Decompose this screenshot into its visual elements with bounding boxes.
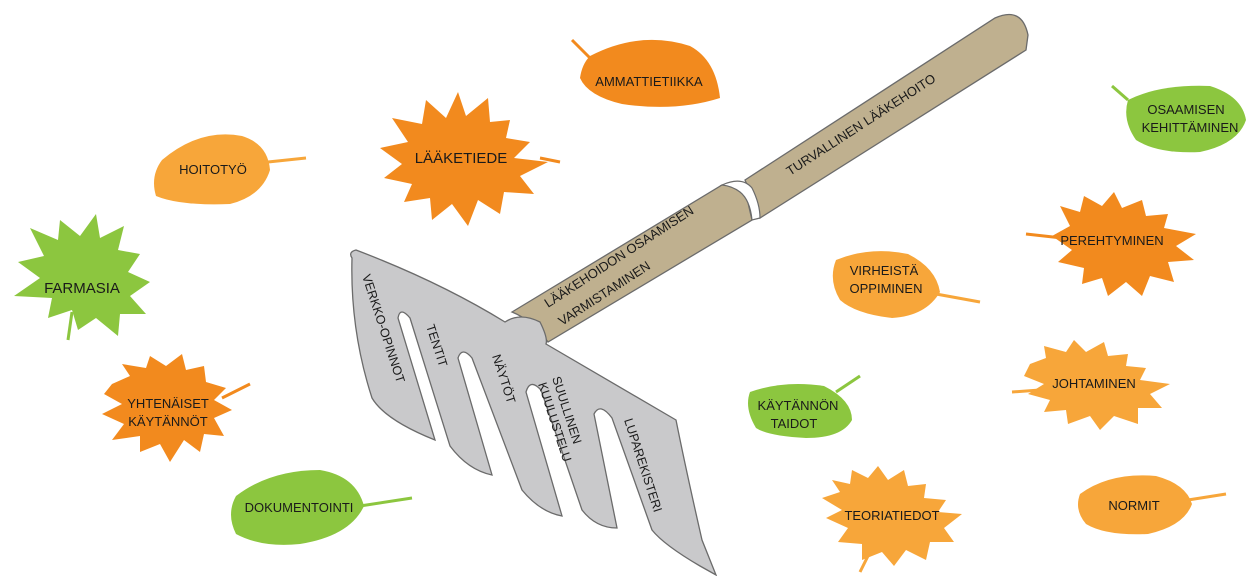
leaf-kaytannon-taidot: KÄYTÄNNÖN TAIDOT xyxy=(748,374,861,438)
handle-lower-segment xyxy=(510,183,753,343)
handle-joint xyxy=(719,180,761,221)
leaf-label: LÄÄKETIEDE xyxy=(415,150,508,167)
leaf-blade xyxy=(1052,192,1196,296)
leaf-stem xyxy=(835,374,861,394)
rake-head: VERKKO-OPINNOT TENTIT NÄYTÖT SUULLINEN K… xyxy=(350,249,718,576)
leaf-label: KÄYTÄNNÖT xyxy=(128,414,208,429)
leaf-virheista-oppiminen: VIRHEISTÄ OPPIMINEN xyxy=(832,251,981,318)
leaf-stem xyxy=(66,311,74,341)
leaf-teoriatiedot: TEORIATIEDOT xyxy=(822,466,962,573)
leaf-label: VIRHEISTÄ xyxy=(850,263,919,278)
leaf-stem xyxy=(267,156,307,164)
leaf-blade xyxy=(154,134,270,205)
leaf-stem xyxy=(570,38,592,60)
leaf-stem xyxy=(359,496,413,508)
leaf-stem xyxy=(935,292,981,304)
leaf-label: DOKUMENTOINTI xyxy=(245,500,354,515)
leaf-stem xyxy=(221,382,251,400)
leaf-ammattietiikka: AMMATTIETIIKKA xyxy=(570,38,720,107)
leaf-stem xyxy=(539,156,561,164)
leaf-perehtyminen: PEREHTYMINEN xyxy=(1025,192,1196,296)
leaf-label: YHTENÄISET xyxy=(127,396,209,411)
leaf-blade xyxy=(580,39,720,107)
handle-upper-label: TURVALLINEN LÄÄKEHOITO xyxy=(783,71,938,179)
leaf-label: OSAAMISEN xyxy=(1147,102,1224,117)
leaf-blade xyxy=(14,214,150,336)
leaf-blade xyxy=(1024,340,1170,430)
leaf-label: TEORIATIEDOT xyxy=(844,508,939,523)
leaf-label: PEREHTYMINEN xyxy=(1060,233,1163,248)
leaf-stem xyxy=(1111,84,1129,102)
leaf-label: FARMASIA xyxy=(44,280,120,297)
leaf-blade xyxy=(231,470,364,545)
leaf-blade xyxy=(748,384,852,438)
leaf-stem xyxy=(1187,492,1227,502)
leaf-farmasia: FARMASIA xyxy=(14,214,150,341)
leaf-label: JOHTAMINEN xyxy=(1052,376,1136,391)
leaf-blade xyxy=(102,354,232,462)
leaf-blade xyxy=(1078,475,1192,535)
leaf-hoitotyo: HOITOTYÖ xyxy=(154,134,307,205)
leaf-osaamisen-kehittaminen: OSAAMISEN KEHITTÄMINEN xyxy=(1111,84,1246,153)
leaf-stem xyxy=(858,555,870,573)
rake-head-body xyxy=(350,249,718,576)
leaf-yhtenaiset-kaytannot: YHTENÄISET KÄYTÄNNÖT xyxy=(102,354,251,462)
leaf-johtaminen: JOHTAMINEN xyxy=(1011,340,1170,430)
leaf-normit: NORMIT xyxy=(1078,475,1227,535)
leaf-label: TAIDOT xyxy=(771,416,818,431)
leaf-blade xyxy=(380,92,548,226)
leaf-blade xyxy=(1126,85,1246,153)
leaf-laaketiede: LÄÄKETIEDE xyxy=(380,92,561,226)
leaf-label: KÄYTÄNNÖN xyxy=(758,398,839,413)
leaf-dokumentointi: DOKUMENTOINTI xyxy=(231,470,413,545)
leaf-label: OPPIMINEN xyxy=(850,281,923,296)
leaf-label: AMMATTIETIIKKA xyxy=(595,74,703,89)
leaf-label: HOITOTYÖ xyxy=(179,162,247,177)
leaf-label: KEHITTÄMINEN xyxy=(1142,120,1239,135)
leaf-label: NORMIT xyxy=(1108,498,1159,513)
leaf-blade xyxy=(822,466,962,566)
leaf-blade xyxy=(832,251,940,318)
